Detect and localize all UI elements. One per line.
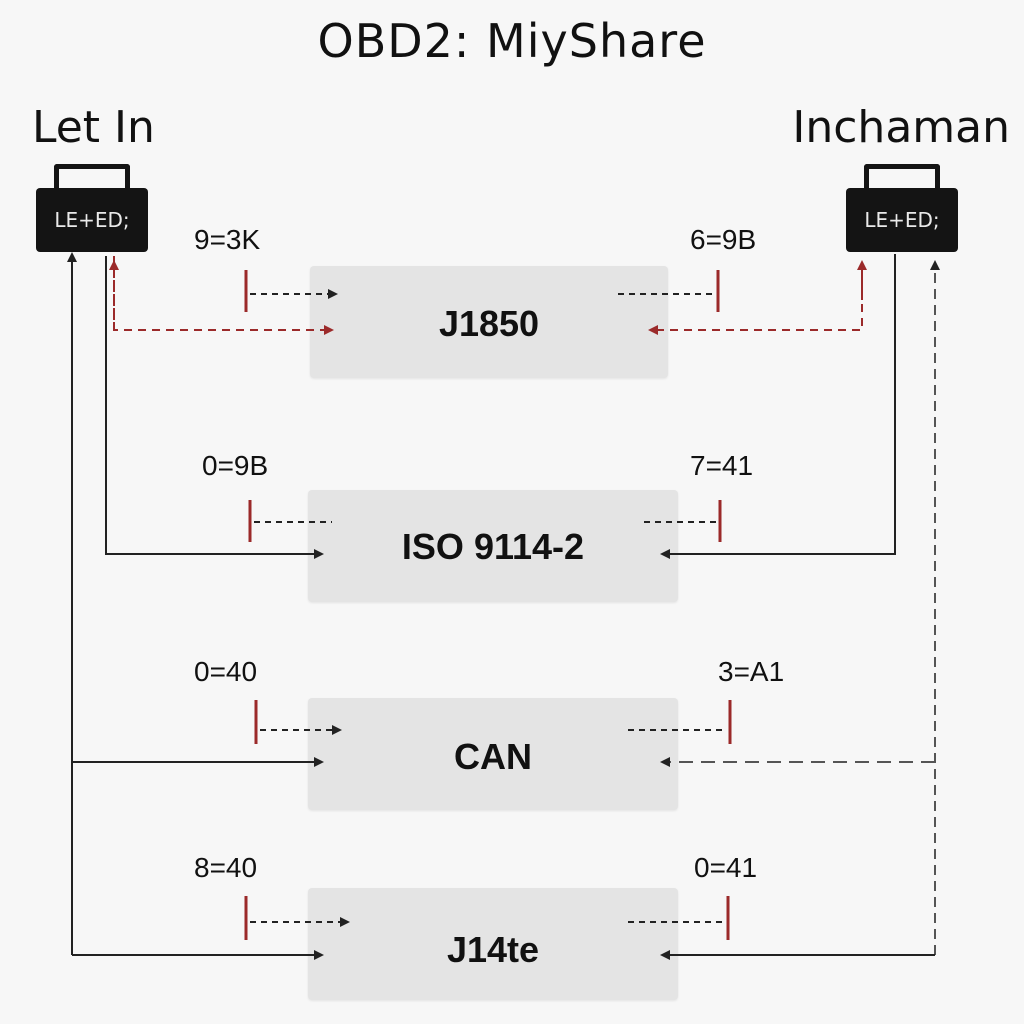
left-device-label: Let In (32, 102, 155, 153)
left-code: 9=3K (194, 224, 261, 255)
left-code: 8=40 (194, 852, 258, 883)
right-device-text: LE+ED; (864, 208, 940, 232)
right-device-icon: LE+ED; (846, 162, 958, 254)
left-device-icon: LE+ED; (36, 162, 148, 254)
right-code: 3=A1 (718, 656, 785, 687)
left-code: 0=9B (202, 450, 269, 481)
protocol-box-j14te: J14te (308, 888, 678, 1000)
right-code: 7=41 (690, 450, 754, 481)
protocol-name: ISO 9114-2 (401, 526, 585, 567)
right-trunk-line (660, 254, 896, 559)
right-code: 6=9B (690, 224, 757, 255)
right-red-dashed-line (648, 262, 863, 335)
right-code: 0=41 (694, 852, 758, 883)
protocol-box-iso: ISO 9114-2 (308, 490, 678, 602)
protocol-name: J14te (446, 929, 540, 970)
left-inner-line (105, 256, 324, 559)
protocol-box-j1850: J1850 (310, 266, 668, 378)
protocol-box-can: CAN (308, 698, 678, 810)
diagram-title: OBD2: MiyShare (317, 14, 707, 68)
protocol-name: CAN (454, 736, 532, 777)
left-device-text: LE+ED; (54, 208, 130, 232)
right-device-label: Inchaman (792, 102, 1010, 153)
protocol-name: J1850 (438, 303, 540, 344)
left-code: 0=40 (194, 656, 258, 687)
